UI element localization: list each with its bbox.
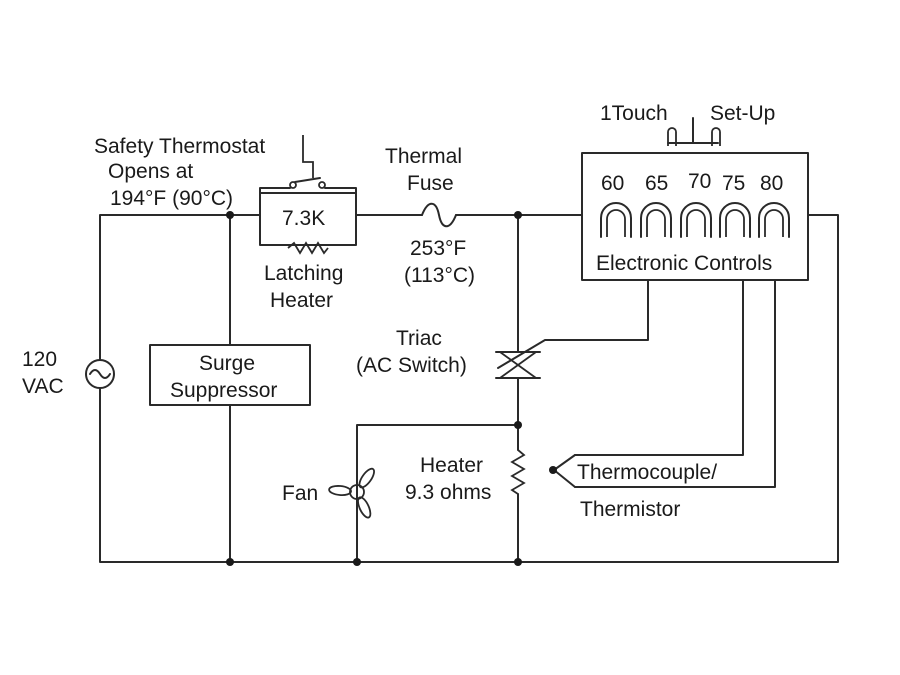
junction-dots xyxy=(226,211,522,566)
electronic-controls-label: Electronic Controls xyxy=(596,252,772,275)
triac-label-2: (AC Switch) xyxy=(356,354,467,377)
ac-source-icon xyxy=(85,359,115,389)
indicator-lamps xyxy=(600,202,790,238)
surge-suppressor-box xyxy=(149,344,311,406)
temp-label-60: 60 xyxy=(601,172,624,195)
heater-label-2: 9.3 ohms xyxy=(405,481,491,504)
thermocouple-probe-icon xyxy=(549,454,576,488)
surge-suppressor-label-1: Surge xyxy=(199,352,255,375)
safety-thermostat-switch-icon xyxy=(259,135,357,216)
electronic-controls-box xyxy=(581,152,809,281)
lamp-75-icon xyxy=(719,202,751,238)
latching-resistor-value: 7.3K xyxy=(282,207,325,230)
thermistor-label: Thermistor xyxy=(580,498,680,521)
temp-label-70: 70 xyxy=(688,170,711,193)
thermocouple-label: Thermocouple/ xyxy=(577,461,717,484)
one-touch-label: 1Touch xyxy=(600,102,668,125)
latching-heater-label-1: Latching xyxy=(264,262,343,285)
thermal-fuse-icon xyxy=(421,202,457,228)
temp-label-80: 80 xyxy=(760,172,783,195)
safety-thermostat-label-3: 194°F (90°C) xyxy=(110,187,233,210)
fan-icon xyxy=(328,467,375,519)
latching-resistor-icon xyxy=(287,241,329,255)
lamp-80-icon xyxy=(758,202,790,238)
fuse-rating-label-2: (113°C) xyxy=(404,264,475,287)
supply-label-1: 120 xyxy=(22,348,57,371)
triac-icon xyxy=(495,351,541,379)
lamp-70-icon xyxy=(680,202,712,238)
latching-heater-label-2: Heater xyxy=(270,289,333,312)
safety-thermostat-label-1: Safety Thermostat xyxy=(94,135,265,158)
temp-label-75: 75 xyxy=(722,172,745,195)
supply-label-2: VAC xyxy=(22,375,64,398)
lamp-65-icon xyxy=(640,202,672,238)
heater-label-1: Heater xyxy=(420,454,483,477)
set-up-label: Set-Up xyxy=(710,102,775,125)
surge-suppressor-label-2: Suppressor xyxy=(170,379,277,402)
safety-thermostat-label-2: Opens at xyxy=(108,160,193,183)
push-button-switch-icon xyxy=(667,117,721,146)
temp-label-65: 65 xyxy=(645,172,668,195)
thermal-fuse-label-1: Thermal xyxy=(385,145,462,168)
wiring xyxy=(99,214,839,563)
triac-label-1: Triac xyxy=(396,327,442,350)
temperature-labels: 60 65 70 75 80 xyxy=(601,170,783,195)
heater-resistor-icon xyxy=(510,449,526,495)
fuse-rating-label-1: 253°F xyxy=(410,237,466,260)
lamp-60-icon xyxy=(600,202,632,238)
thermal-fuse-label-2: Fuse xyxy=(407,172,454,195)
fan-label: Fan xyxy=(282,482,318,505)
